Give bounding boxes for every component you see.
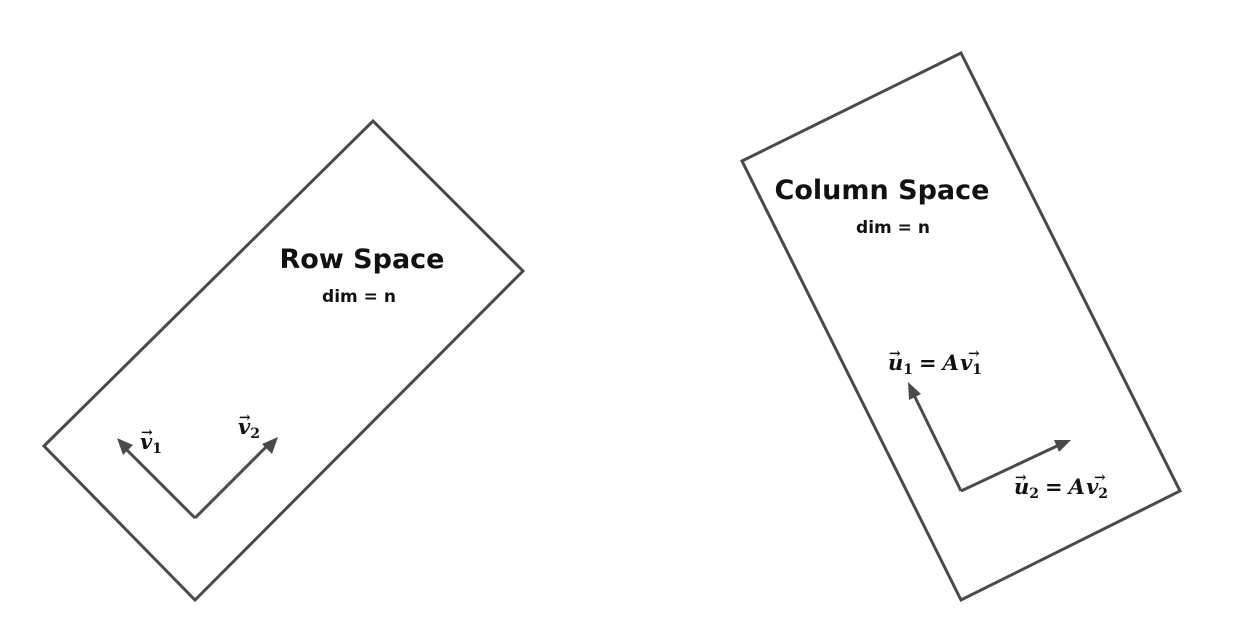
svg-text:→: → [239,410,251,426]
svg-text:u2=Av2: u2=Av2 [1014,474,1108,502]
vector-u1-label: u1=Av1 → → [888,346,982,378]
vector-v1-arrow [117,438,197,520]
vector-u1-matrix: A [941,350,959,375]
svg-text:u1=Av1: u1=Av1 [888,350,982,378]
vector-v2-index: 2 [250,426,260,442]
vector-u2-arrow [960,440,1071,493]
column-space-panel: Column Space dim = n u1=Av1 → → u2=Av2 →… [739,50,1183,603]
svg-text:→: → [1015,470,1027,486]
column-space-dim: dim = n [856,218,930,238]
vector-u1-letter: u [888,350,903,375]
vector-v1-index: 1 [152,441,162,457]
vector-u2-label: u2=Av2 → → [1014,470,1108,502]
column-space-border [739,50,1183,603]
vector-u2-matrix: A [1067,474,1085,499]
vector-v2-label: v2 → [238,410,260,442]
vector-u2-index: 2 [1029,486,1039,502]
vector-u1-equals: = [919,350,937,375]
vector-v2-letter: v [238,414,251,439]
svg-text:→: → [1094,470,1106,486]
svg-text:→: → [889,346,901,362]
vector-u2-rhs-index: 2 [1098,486,1108,502]
row-space-panel: Row Space dim = n v1 → v2 → [41,118,526,603]
svg-text:v1: v1 [140,429,162,457]
row-space-dim: dim = n [322,287,396,307]
svg-text:→: → [141,425,153,441]
vector-u2-rhs-letter: v [1086,474,1099,499]
svg-text:v2: v2 [238,414,260,442]
row-space-border [41,118,526,603]
vector-u1-arrow [908,382,963,492]
vector-u2-equals: = [1045,474,1063,499]
svg-text:→: → [968,346,980,362]
vector-u2-letter: u [1014,474,1029,499]
vector-u1-rhs-index: 1 [972,362,982,378]
row-space-title: Row Space [280,244,445,275]
column-space-title: Column Space [775,175,990,206]
vector-v1-label: v1 → [140,425,162,457]
vector-v2-arrow [193,437,278,520]
vector-u1-index: 1 [903,362,913,378]
vector-v1-letter: v [140,429,153,454]
vector-u1-rhs-letter: v [960,350,973,375]
